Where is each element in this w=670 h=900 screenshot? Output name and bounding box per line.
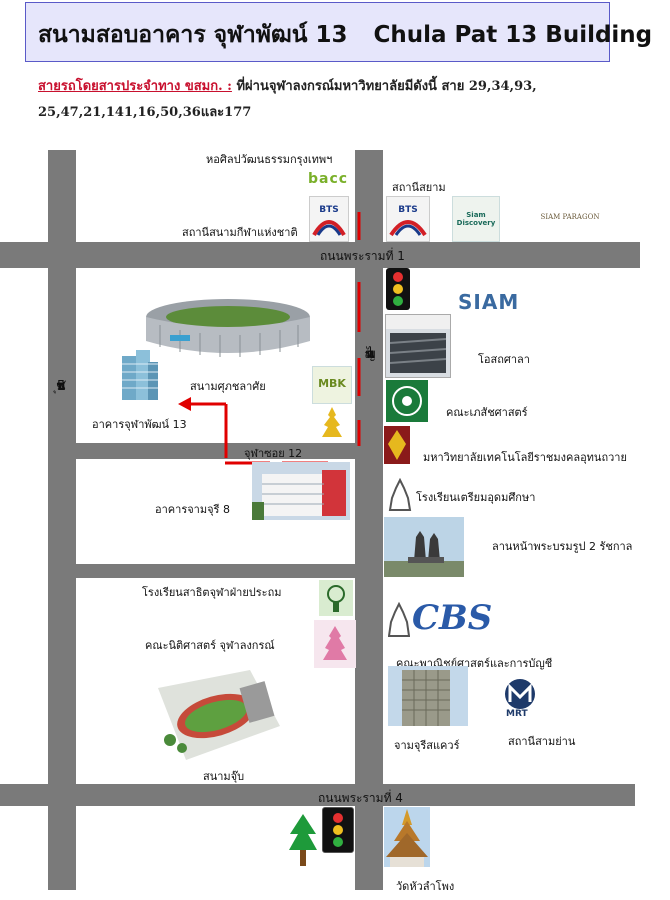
road-chula-soi12 (76, 443, 355, 459)
road-char: พ (365, 347, 375, 362)
road-rama1 (0, 242, 640, 268)
tree-icon (288, 812, 318, 872)
page-title: สนามสอบอาคาร จุฬาพัฒน์ 13 Chula Pat 13 Bu… (38, 17, 652, 53)
road-chula-soi5 (48, 150, 76, 890)
road-char: 5 (56, 379, 66, 394)
monument-label: ลานหน้าพระบรมรูป 2 รัชกาล (492, 540, 633, 553)
law-logo-icon (314, 620, 356, 668)
samyan-station-label: สถานีสามย่าน (508, 735, 576, 748)
road-phayathai (355, 150, 383, 890)
road-char: น (56, 379, 66, 394)
traffic-light-icon (322, 807, 354, 853)
route-arrow (178, 397, 191, 411)
bus-info-text: ที่ผ่านจุฬาลงกรณ์มหาวิทยาลัยมีดังนี้ สาย… (38, 79, 537, 120)
triam-udom-label: โรงเรียนเตรียมอุดมศึกษา (416, 491, 536, 504)
bts-logo-icon: BTS (312, 205, 346, 237)
chamchuri8-building-image (252, 462, 350, 520)
road-char: น (365, 347, 375, 362)
siam-discovery-logo: Siam Discovery (452, 196, 500, 242)
law-label: คณะนิติศาสตร์ จุฬาลงกรณ์ (145, 639, 275, 652)
chamchuri8-label: อาคารจามจุรี 8 (155, 503, 230, 516)
monument-image (384, 517, 464, 577)
national-stadium-station-label: สถานีสนามกีฬาแห่งชาติ (182, 226, 298, 239)
road-label-rama1: ถนนพระรามที่ 1 (320, 249, 405, 263)
rmutk-label: มหาวิทยาลัยเทคโนโลยีราชมงคลอุทนถวาย (423, 451, 627, 464)
siam-station-label: สถานีสยาม (392, 181, 446, 194)
chula-emblem-icon (320, 405, 344, 441)
satit-label: โรงเรียนสาธิตจุฬาฝ่ายประถม (142, 586, 282, 599)
road-label-chula-soi12: จุฬาซอย 12 (244, 447, 303, 460)
mrt-logo-icon: MRT (500, 678, 540, 720)
road-char: า (57, 379, 65, 394)
chamchuri-square-label: จามจุรีสแควร์ (394, 739, 460, 752)
siam-logo: SIAM (458, 290, 519, 314)
supachalasai-stadium-image (140, 295, 315, 364)
bus-info: สายรถโดยสารประจำทาง ขสมก. : ที่ผ่านจุฬาล… (38, 74, 638, 126)
title-thai: สนามสอบอาคาร จุฬาพัฒน์ 13 (38, 22, 348, 48)
siam-paragon-logo: SIAM PARAGON (540, 205, 600, 229)
rmutk-logo-icon (384, 426, 410, 464)
temple-image (384, 807, 430, 867)
road-char: น (56, 379, 66, 394)
satit-logo-icon (319, 580, 353, 616)
road-char: ถ (366, 347, 374, 362)
road-char: จ (57, 379, 65, 394)
supachalasai-label: สนามศุภชลาศัย (190, 380, 266, 393)
mbk-logo: MBK (312, 366, 352, 404)
cbs-logo: CBS (388, 598, 493, 644)
odeon-building-image (385, 314, 451, 378)
road-char: น (365, 347, 375, 362)
bus-info-label: สายรถโดยสารประจำทาง ขสมก. : (38, 79, 232, 94)
road-char: า (366, 347, 374, 362)
siam-paragon-text: SIAM PARAGON (540, 213, 600, 221)
chulapat13-label: อาคารจุฬาพัฒน์ 13 (92, 418, 187, 431)
road-char: ไ (366, 347, 374, 362)
mrt-text: MRT (506, 709, 528, 719)
road-char: ญ (364, 347, 376, 362)
traffic-light-icon (386, 268, 410, 310)
road-rama4 (0, 784, 635, 806)
mbk-logo-text: MBK (318, 377, 346, 390)
road-char: ย (57, 379, 65, 394)
bts-logo-icon: BTS (309, 196, 349, 242)
title-english: Chula Pat 13 Building (373, 22, 653, 48)
siam-logo-text: SIAM (458, 290, 520, 314)
road-char: อ (57, 379, 65, 394)
bacc-logo: bacc (308, 168, 350, 190)
siam-discovery-text: Siam Discovery (456, 211, 496, 227)
road-char: ซ (56, 379, 66, 394)
bts-text-right: BTS (398, 205, 417, 215)
bts-logo-icon: BTS (386, 196, 430, 242)
bacc-logo-text: bacc (308, 171, 349, 187)
chamchuri-square-image (388, 666, 468, 726)
chub-stadium-label: สนามจุ๊บ (203, 770, 245, 783)
pharmacy-label: คณะเภสัชศาสตร์ (446, 406, 528, 419)
chub-stadium-image (158, 670, 280, 760)
odeon-label: โอสถศาลา (478, 353, 530, 366)
bts-text-left: BTS (319, 205, 338, 215)
road-char: ถ (57, 379, 65, 394)
title-box: สนามสอบอาคาร จุฬาพัฒน์ 13 Chula Pat 13 Bu… (25, 2, 652, 62)
pharmacy-logo-icon (386, 380, 428, 422)
road-char: ท (365, 347, 375, 362)
chulapat13-building-image (118, 348, 162, 404)
cbs-logo-text: CBS (412, 598, 493, 638)
triam-udom-logo-icon (388, 477, 412, 514)
road-side-1 (76, 564, 355, 578)
road-label-rama4: ถนนพระรามที่ 4 (318, 791, 403, 805)
road-char: ุฬ (56, 379, 66, 394)
temple-label: วัดหัวลำโพง (396, 880, 455, 893)
bacc-museum-label: หอศิลปวัฒนธรรมกรุงเทพฯ (206, 153, 333, 166)
